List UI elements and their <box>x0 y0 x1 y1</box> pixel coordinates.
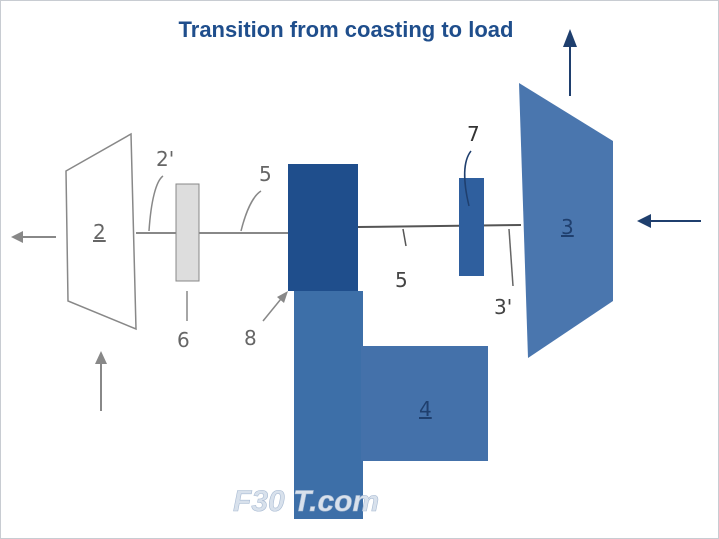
arrow-up-head-icon <box>563 29 577 47</box>
label-4: 4 <box>419 397 432 421</box>
label-3-prime: 3' <box>494 295 512 319</box>
label-5-left: 5 <box>259 162 272 186</box>
arrow-up-head-icon <box>95 351 107 364</box>
component-8-lower <box>294 291 363 519</box>
leader-3-prime <box>508 228 514 287</box>
label-6: 6 <box>177 328 190 352</box>
label-2-prime: 2' <box>156 147 174 171</box>
component-2-trapezoid <box>65 132 137 331</box>
leader-7 <box>464 150 472 207</box>
component-4 <box>361 346 488 461</box>
arrow-left-head-icon <box>637 214 651 228</box>
label-3: 3 <box>561 215 574 239</box>
label-2: 2 <box>93 220 106 244</box>
component-7 <box>459 178 484 276</box>
shaft-right <box>357 224 522 228</box>
leader-5-left <box>240 190 262 232</box>
component-3-trapezoid <box>519 83 613 358</box>
component-6 <box>175 183 200 282</box>
diagram-title: Transition from coasting to load <box>178 17 514 42</box>
label-5-right: 5 <box>395 268 408 292</box>
label-7: 7 <box>467 122 480 146</box>
arrow-left-head-icon <box>11 231 23 243</box>
component-8-upper <box>288 164 358 291</box>
watermark: F30 T.com <box>233 485 379 518</box>
leader-2-prime <box>148 175 164 232</box>
arrow-8-head-icon <box>277 291 288 303</box>
leader-5-right <box>402 228 407 247</box>
label-8: 8 <box>244 326 257 350</box>
